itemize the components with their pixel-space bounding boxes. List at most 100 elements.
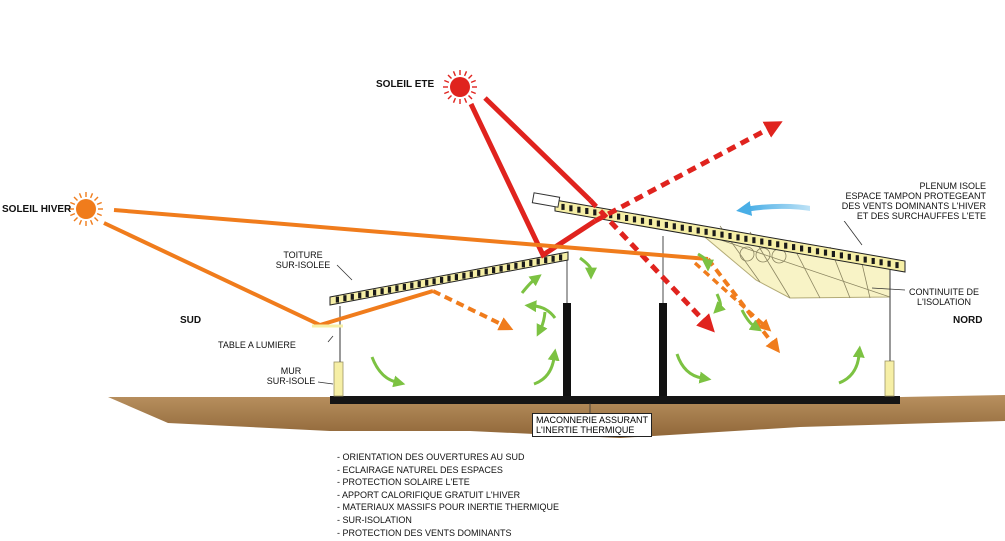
wall-label-line-2: SUR-ISOLE bbox=[266, 376, 316, 386]
rafter bbox=[593, 209, 597, 216]
sun-ray bbox=[468, 95, 473, 100]
wall-label-line-1: MUR bbox=[280, 366, 302, 376]
summer-ray-1 bbox=[468, 102, 597, 259]
north-wall-insulation bbox=[884, 360, 895, 397]
rafter bbox=[492, 267, 496, 274]
plenum-label: PLENUM ISOLE ESPACE TAMPON PROTEGEANT DE… bbox=[810, 181, 986, 221]
masonry-label: MACONNERIE ASSURANT L'INERTIE THERMIQUE bbox=[532, 413, 653, 437]
wall-label: MUR SUR-ISOLE bbox=[262, 366, 320, 386]
rafter bbox=[776, 241, 780, 248]
rafter bbox=[521, 261, 525, 268]
airflow-arrows bbox=[370, 252, 865, 388]
summer-ray-2 bbox=[483, 96, 592, 202]
rafter bbox=[688, 226, 692, 233]
light-shelf-label: TABLE A LUMIERE bbox=[218, 340, 296, 350]
rafter bbox=[784, 242, 788, 249]
rafter bbox=[499, 265, 503, 272]
south-label: SUD bbox=[180, 315, 202, 326]
sun-ray bbox=[468, 74, 473, 79]
rafter bbox=[807, 246, 812, 253]
winter-ray-long-continued bbox=[706, 257, 780, 354]
rafter bbox=[425, 279, 429, 286]
masonry-label-line-2: L'INERTIE THERMIQUE bbox=[536, 425, 635, 435]
rafter bbox=[506, 264, 511, 271]
sun-ray bbox=[470, 79, 476, 84]
rafter bbox=[417, 281, 421, 288]
rafter bbox=[358, 292, 362, 299]
rafter bbox=[454, 274, 458, 281]
rafter bbox=[863, 256, 867, 263]
sun-ray bbox=[444, 90, 450, 95]
rafter bbox=[625, 215, 629, 221]
list-item: - MATERIAUX MASSIFS POUR INERTIE THERMIQ… bbox=[337, 502, 560, 513]
south-wall-insulation bbox=[333, 361, 344, 397]
rafter bbox=[728, 233, 732, 239]
sun-ray bbox=[89, 219, 94, 225]
masonry-label-line-1: MACONNERIE ASSURANT bbox=[536, 415, 649, 425]
roof-label-line-2: SUR-ISOLEE bbox=[275, 260, 331, 270]
rafter bbox=[410, 282, 414, 289]
rafter bbox=[617, 213, 621, 220]
rafter bbox=[343, 295, 347, 302]
rafter bbox=[672, 223, 676, 230]
rafter bbox=[350, 293, 354, 300]
rafter bbox=[831, 251, 835, 257]
rafter bbox=[760, 238, 764, 245]
rafter bbox=[335, 296, 339, 303]
summer-ray-1-reflected bbox=[593, 121, 783, 224]
sun-ray bbox=[447, 74, 452, 79]
list-item: - ECLAIRAGE NATUREL DES ESPACES bbox=[337, 464, 503, 475]
sun-ray bbox=[73, 196, 78, 201]
rafter bbox=[744, 235, 748, 242]
rafter bbox=[536, 258, 540, 265]
rafter bbox=[768, 239, 772, 246]
rafter bbox=[792, 244, 796, 251]
insulation-continuity-line-1: CONTINUITE DE bbox=[908, 287, 979, 297]
rafter bbox=[395, 285, 399, 292]
summer-sun-label: SOLEIL ETE bbox=[376, 79, 435, 90]
plenum-label-line-2: ESPACE TAMPON PROTEGEANT bbox=[845, 191, 986, 201]
sun-ray bbox=[447, 95, 452, 100]
winter-ray-low-continued bbox=[432, 289, 514, 331]
ground-slab bbox=[330, 396, 900, 404]
sun-ray bbox=[78, 193, 83, 199]
winter-ray-mid-continued bbox=[693, 261, 772, 332]
rafter bbox=[847, 253, 851, 260]
rafter bbox=[569, 205, 573, 212]
summer-sun-icon bbox=[443, 70, 477, 104]
masonry-wall-1 bbox=[563, 303, 571, 396]
rafter bbox=[447, 275, 451, 282]
list-item: - SUR-ISOLATION bbox=[337, 514, 412, 525]
list-item: - PROTECTION SOLAIRE L'ETE bbox=[337, 477, 470, 488]
rafter bbox=[815, 248, 820, 255]
rafter bbox=[736, 234, 740, 241]
rafter bbox=[800, 245, 804, 252]
rafter bbox=[484, 268, 488, 275]
winter-sun-icon bbox=[69, 192, 103, 226]
list-item: - ORIENTATION DES OUVERTURES AU SUD bbox=[337, 452, 525, 462]
rafter bbox=[632, 216, 637, 223]
sun-ray bbox=[463, 71, 468, 77]
insulation-continuity-line-2: L'ISOLATION bbox=[916, 297, 972, 307]
rafter bbox=[514, 262, 518, 269]
rafter bbox=[712, 230, 716, 237]
sun-ray bbox=[89, 193, 94, 199]
rafter bbox=[887, 260, 891, 267]
winter-sun-label: SOLEIL HIVER bbox=[2, 204, 72, 215]
sun-ray bbox=[452, 71, 457, 77]
rafter bbox=[640, 217, 645, 224]
sun-ray bbox=[70, 212, 76, 217]
rafter bbox=[648, 219, 653, 226]
principles-list: - ORIENTATION DES OUVERTURES AU SUD - EC… bbox=[337, 451, 559, 539]
rafter bbox=[365, 291, 369, 297]
low-roof-rafters bbox=[335, 254, 563, 303]
plenum-label-line-4: ET DES SURCHAUFFES L'ETE bbox=[856, 211, 986, 221]
rafter bbox=[432, 278, 436, 285]
insulation-continuity-label: CONTINUITE DE L'ISOLATION bbox=[903, 287, 985, 307]
sun-ray bbox=[70, 201, 76, 206]
sun-ray bbox=[470, 90, 476, 95]
plenum-label-line-3: DES VENTS DOMINANTS L'HIVER bbox=[841, 201, 986, 211]
masonry-wall-2 bbox=[659, 303, 667, 396]
rafter bbox=[656, 220, 660, 227]
